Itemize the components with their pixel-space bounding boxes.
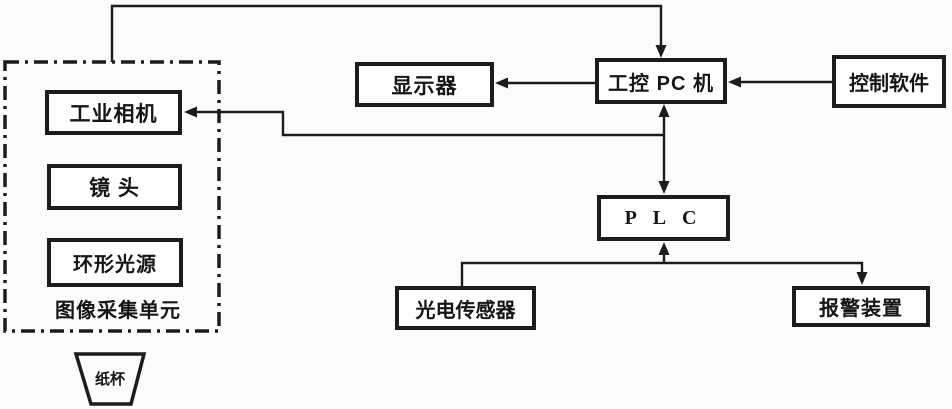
paper-cup-label: 纸杯 xyxy=(94,371,125,388)
arrowhead-left-icon xyxy=(728,76,741,88)
arrowhead-up-icon xyxy=(658,242,670,255)
arrowhead-down-icon xyxy=(655,45,667,58)
industrial-camera-box: 工业相机 xyxy=(45,90,182,135)
edge-pc-to-camera xyxy=(184,106,664,137)
photoelectric-sensor-box: 光电传感器 xyxy=(395,286,536,330)
photoelectric-sensor-label: 光电传感器 xyxy=(415,299,516,322)
lens-box: 镜 头 xyxy=(47,164,182,210)
control-software-label: 控制软件 xyxy=(849,73,929,95)
edge-unit-to-pc xyxy=(110,4,667,62)
alarm-device-label: 报警装置 xyxy=(819,298,903,320)
arrowhead-down-icon xyxy=(658,181,670,194)
ring-light-box: 环形光源 xyxy=(47,238,183,287)
industrial-pc-box: 工控 PC 机 xyxy=(595,58,727,104)
paper-cup-shape xyxy=(73,352,147,406)
lens-label: 镜 头 xyxy=(89,177,140,200)
plc-box: P L C xyxy=(597,195,730,241)
edge-sensor-plc-alarm xyxy=(460,242,868,287)
alarm-device-box: 报警装置 xyxy=(792,286,930,327)
industrial-pc-label: 工控 PC 机 xyxy=(608,72,714,95)
edge-pc-to-monitor xyxy=(495,77,595,89)
edge-pc-plc-bidirectional xyxy=(658,104,670,194)
monitor-label: 显示器 xyxy=(391,74,458,98)
monitor-box: 显示器 xyxy=(355,62,494,107)
arrowhead-left-icon xyxy=(495,77,508,89)
edge-software-to-pc xyxy=(728,76,832,88)
arrowhead-left-icon xyxy=(184,106,197,118)
industrial-camera-label: 工业相机 xyxy=(69,102,158,126)
arrowhead-up-icon xyxy=(658,104,670,117)
arrowhead-down-icon xyxy=(856,272,868,285)
control-software-box: 控制软件 xyxy=(832,55,946,108)
ring-light-label: 环形光源 xyxy=(73,254,157,276)
acquisition-unit-caption: 图像采集单元 xyxy=(55,300,181,322)
plc-label: P L C xyxy=(624,206,703,229)
